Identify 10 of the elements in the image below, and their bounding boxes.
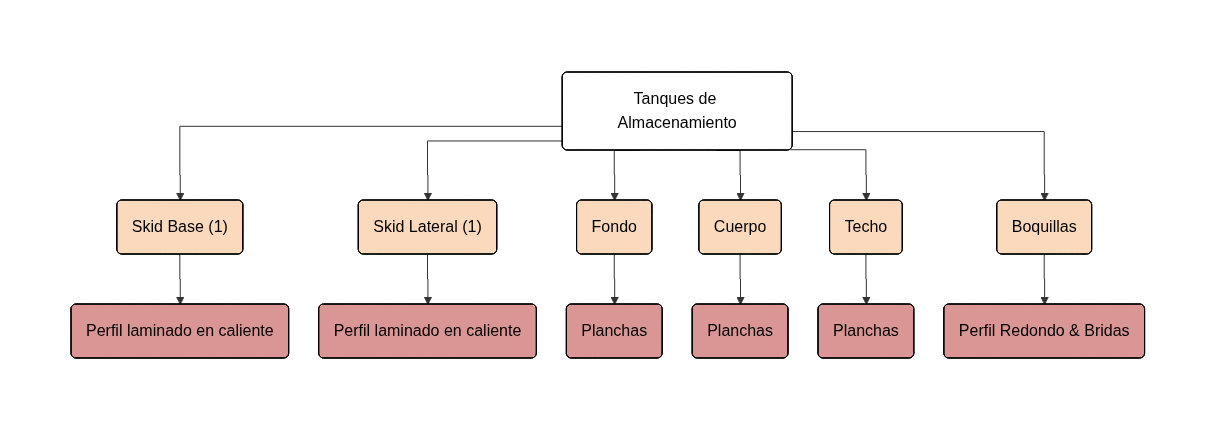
arrow [176,125,564,201]
arrow [423,253,433,305]
arrow [1040,253,1050,305]
arrow [792,130,1050,201]
arrow [862,253,871,305]
arrow [610,253,620,305]
arrow [423,140,564,201]
arrow [176,253,185,305]
arrow [736,253,746,305]
arrow [790,148,871,201]
